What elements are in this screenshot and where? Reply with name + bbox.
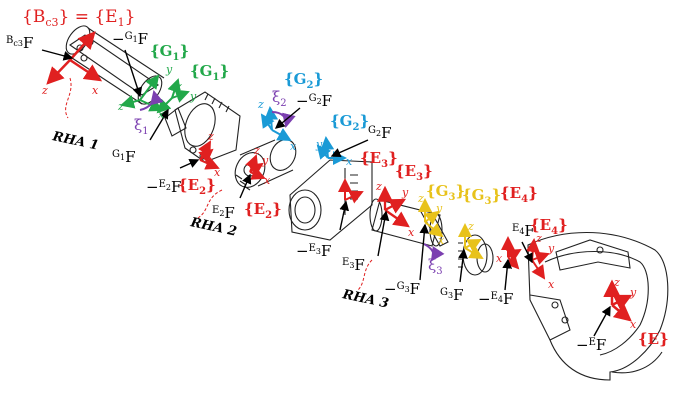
label-e3F: E3F xyxy=(342,256,365,274)
label-xi3: ξ3 xyxy=(428,256,443,277)
axis-z-g3: z xyxy=(417,192,424,205)
axis-x-e4b: x xyxy=(548,278,555,291)
axis-z-g1: z xyxy=(117,100,124,113)
label-e4F: E4F xyxy=(512,222,535,240)
label-neg-e3F: −E3F xyxy=(296,242,331,260)
title-equation: {Bc3} = {E1} xyxy=(22,7,135,29)
label-neg-e2F: −E2F xyxy=(146,178,181,196)
frame-e2b-triad xyxy=(245,154,266,180)
label-e2F: E2F xyxy=(212,204,235,222)
axis-y-e: y xyxy=(629,286,637,299)
label-set-g3-b: {G3} xyxy=(462,186,501,207)
axis-z-g3b: z xyxy=(467,220,474,233)
label-neg-g1F: −G1F xyxy=(112,30,148,48)
frame-g1-triad xyxy=(120,74,164,112)
axis-z-e3: z xyxy=(375,180,382,193)
label-neg-e4F: −E4F xyxy=(478,290,513,308)
axis-x-e2b: x xyxy=(264,174,271,187)
frame-e3-triad xyxy=(338,178,364,204)
label-set-e2-a: {E2} xyxy=(178,176,216,197)
label-set-e: {E} xyxy=(638,330,669,348)
xi-labels: ξ1 ξ2 ξ3 xyxy=(134,88,443,277)
dashed-connectors xyxy=(65,77,373,291)
axis-x-g2b: x xyxy=(346,155,353,168)
xi2-rotation-arrow xyxy=(271,111,296,128)
axis-z-e4: z xyxy=(535,232,542,245)
mechanical-parts xyxy=(65,25,669,381)
axis-x-e2: x xyxy=(214,166,221,179)
label-g1F: G1F xyxy=(112,148,136,166)
frame-bc3-triad xyxy=(46,31,103,85)
axis-letters: z x z y x z y z x z y x z x y x z y x z … xyxy=(41,63,637,331)
label-xi2: ξ2 xyxy=(272,88,287,109)
xi3-rotation-arrow xyxy=(423,243,445,262)
axis-z-g1b: z xyxy=(175,80,182,93)
frame-e-triad xyxy=(603,279,633,322)
module-label-rha3: RHA 3 xyxy=(340,287,390,312)
leader-lines xyxy=(41,49,611,337)
label-set-g2-a: {G2} xyxy=(284,70,323,91)
axis-z-e: z xyxy=(613,276,620,289)
axis-x-e: x xyxy=(630,318,637,331)
axis-z-e2: z xyxy=(207,130,214,143)
rha2-housing xyxy=(288,159,373,241)
module-label-rha1: RHA 1 xyxy=(50,129,100,154)
axis-x-g1: x xyxy=(158,108,165,121)
label-g2F: G2F xyxy=(368,124,392,142)
label-set-g1-a: {G1} xyxy=(150,42,189,63)
set-labels: {G1} {G1} {E2} {E2} {G2} {G2} {E3} {E3} … xyxy=(150,42,669,348)
label-set-g2-b: {G2} xyxy=(330,112,369,133)
gripper xyxy=(527,231,669,381)
label-g3F: G3F xyxy=(440,286,464,304)
axis-y-e2b: y xyxy=(261,154,269,167)
frame-e4b-triad xyxy=(525,238,550,280)
axis-x-e4: x xyxy=(496,252,503,265)
frame-e4-triad xyxy=(501,236,522,270)
label-set-g3-a: {G3} xyxy=(426,182,465,203)
label-set-e4-b: {E4} xyxy=(530,216,568,237)
label-neg-eF: −EF xyxy=(576,336,606,354)
axis-x-bc3: x xyxy=(92,84,99,97)
axis-y-e4: y xyxy=(547,242,555,255)
frame-g3b-triad xyxy=(458,223,484,260)
axis-y-g3: y xyxy=(435,202,443,215)
frame-g2b-triad xyxy=(316,136,347,165)
label-bc3F: Bc3F xyxy=(6,34,33,52)
label-set-g1-b: {G1} xyxy=(190,62,229,83)
frame-labels: Bc3F −G1F G1F −E2F E2F −G2F G2F −E3F E3F… xyxy=(6,30,606,354)
label-set-e3-b: {E3} xyxy=(395,162,433,183)
label-neg-g3F: −G3F xyxy=(384,280,420,298)
rha1-gear-head xyxy=(164,91,241,163)
axis-x-g2: x xyxy=(290,140,297,153)
axis-x-g3: x xyxy=(438,234,445,247)
axis-z-e2b: z xyxy=(253,144,260,157)
axis-z-bc3: z xyxy=(41,84,48,97)
label-set-e4-a: {E4} xyxy=(500,184,538,205)
label-set-e2-b: {E2} xyxy=(244,200,282,221)
label-xi1: ξ1 xyxy=(134,116,149,137)
axis-y-e3: y xyxy=(401,186,409,199)
axis-y-g2b: y xyxy=(315,138,323,151)
label-neg-g2F: −G2F xyxy=(296,92,332,110)
frame-g2-triad xyxy=(260,106,292,141)
xi1-rotation-arrow xyxy=(139,90,164,111)
axis-x-e3: x xyxy=(408,226,415,239)
axis-y-g1b: y xyxy=(189,90,197,103)
axis-y-g1: y xyxy=(165,63,173,76)
axis-z-g2: z xyxy=(257,98,264,111)
label-set-e3-a: {E3} xyxy=(360,149,398,170)
rotation-arrows xyxy=(139,90,445,262)
frame-e2-triad xyxy=(198,140,220,170)
